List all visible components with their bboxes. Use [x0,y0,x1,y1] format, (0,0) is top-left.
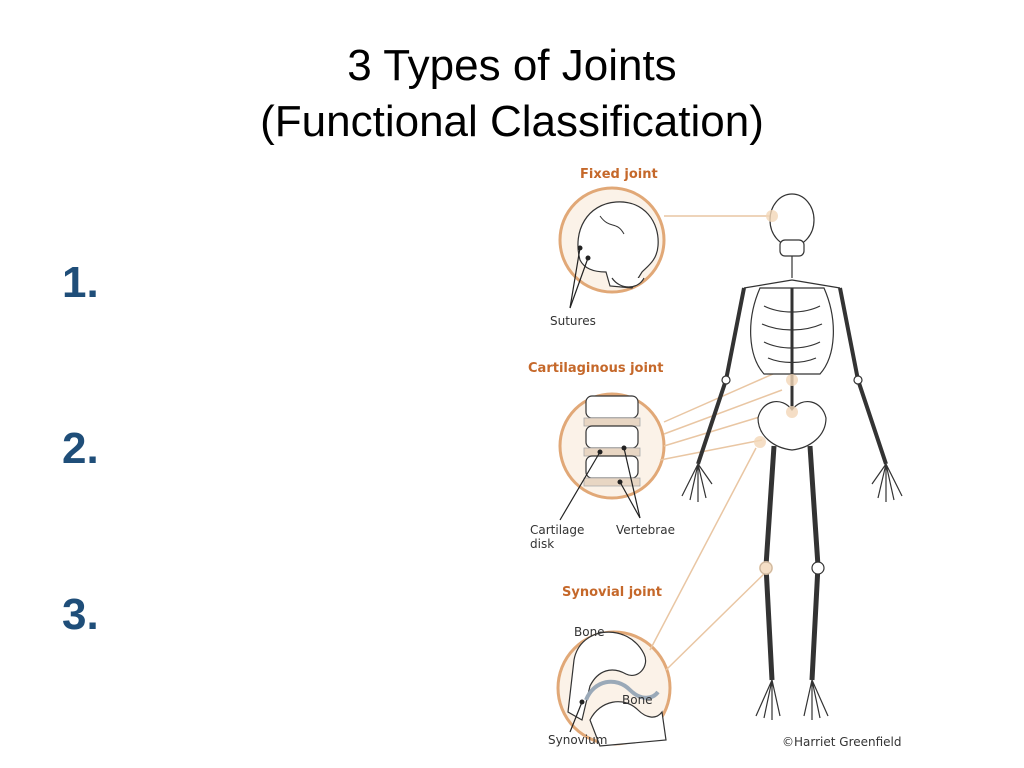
joint-diagram: Fixed joint Sutures Cartilaginous joint … [528,167,903,749]
synovium-label: Synovium [548,733,607,747]
cartilage-label-line1: Cartilage [530,523,584,537]
bone-label-top: Bone [574,625,605,639]
cartilaginous-pointers [559,445,641,521]
synovial-joint-circle [556,630,672,747]
numbered-list: 1. 2. 3. [62,248,99,746]
list-item-2: 2. [62,424,99,473]
synovium-pointer [569,699,585,733]
slide-title: 3 Types of Joints (Functional Classifica… [0,38,1024,150]
synovial-joint-heading: Synovial joint [562,585,662,600]
cartilage-label-line2: disk [530,537,554,551]
list-item-3: 3. [62,590,99,639]
list-item-1: 1. [62,258,99,307]
cartilaginous-joint-heading: Cartilaginous joint [528,361,663,376]
vertebrae-label: Vertebrae [616,523,675,537]
bone-label-bottom: Bone [622,693,653,707]
sutures-label: Sutures [550,314,596,328]
skeleton [681,193,903,720]
title-line-2: (Functional Classification) [260,97,764,146]
leader-lines [649,215,783,671]
image-credit: ©Harriet Greenfield [782,735,902,749]
fixed-joint-circle [558,186,666,294]
suture-pointers [569,245,591,309]
fixed-joint-heading: Fixed joint [580,167,658,182]
title-line-1: 3 Types of Joints [347,41,677,90]
cartilaginous-joint-circle [558,392,666,500]
joint-highlights [754,210,798,575]
